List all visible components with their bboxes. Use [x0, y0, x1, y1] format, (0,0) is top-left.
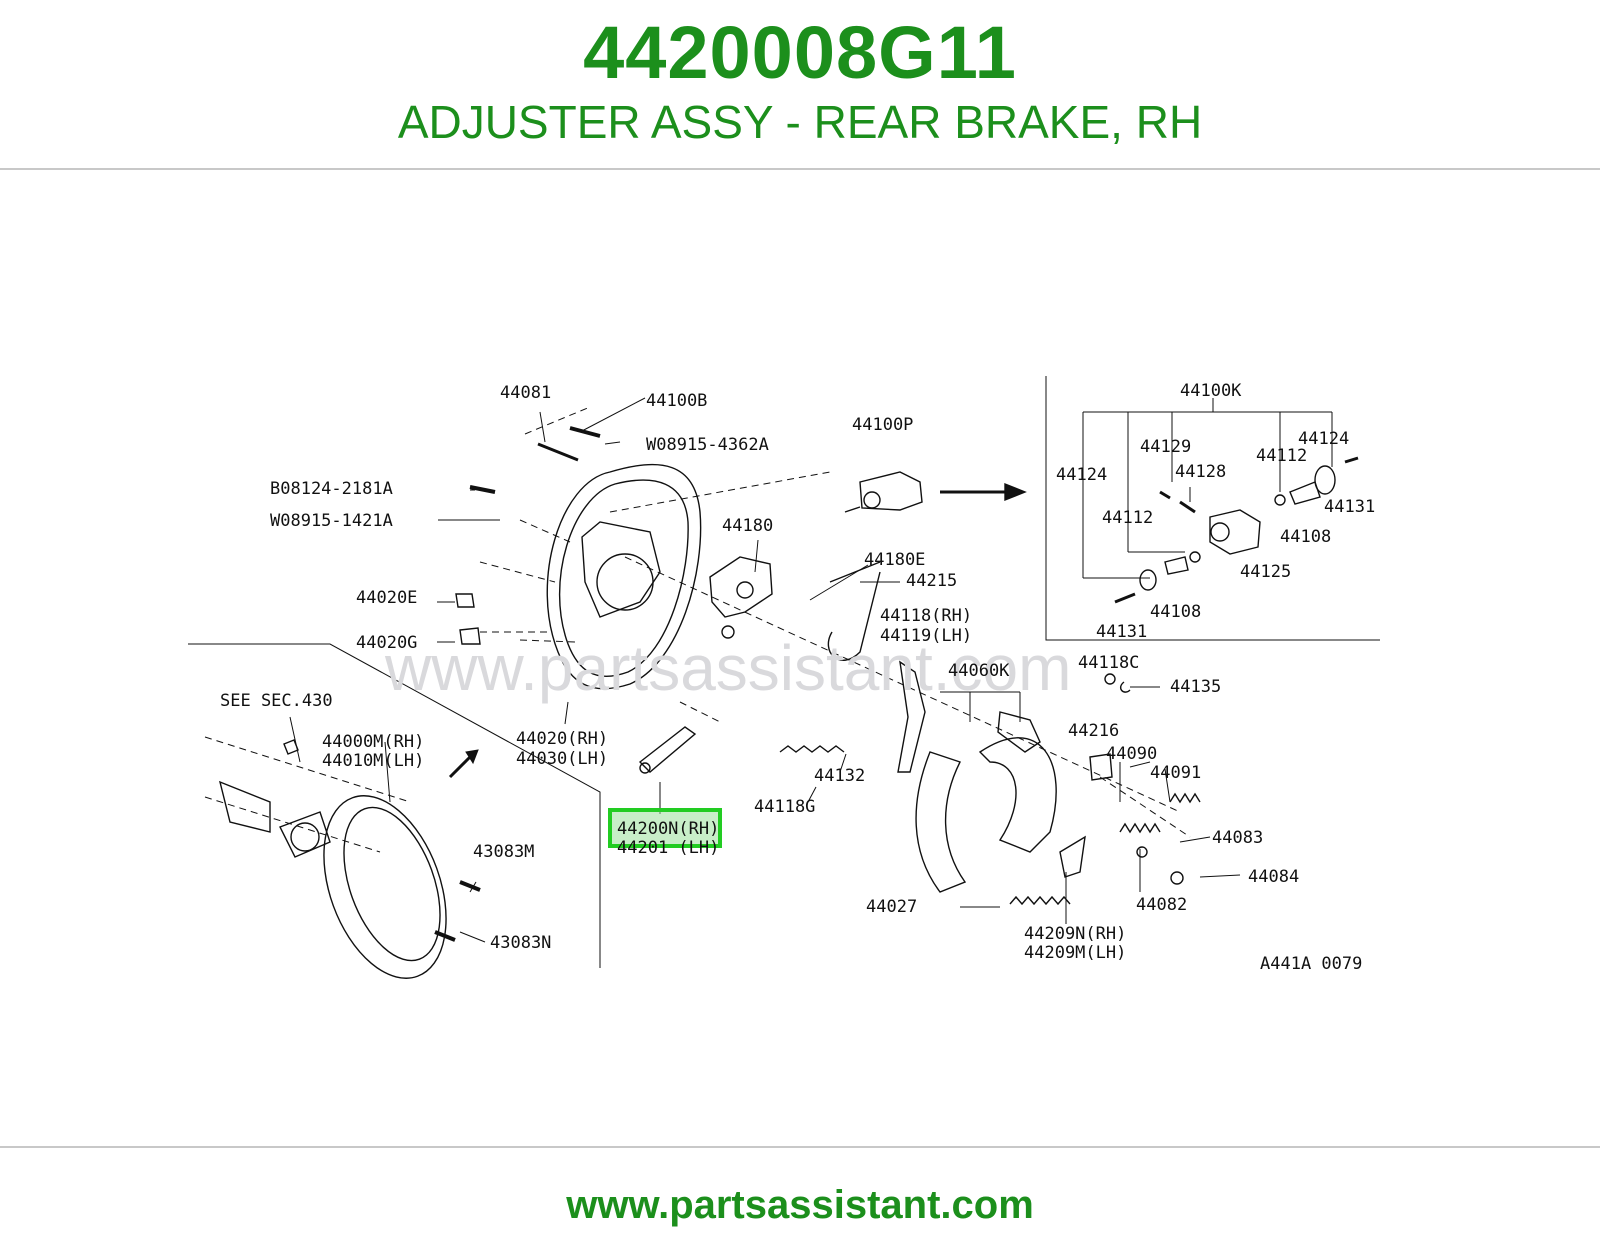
- callout-W08915-1421A: W08915-1421A: [270, 511, 393, 531]
- callout-44132: 44132: [814, 766, 865, 786]
- callout-44118C: 44118C: [1078, 653, 1139, 673]
- diagram-watermark: www.partsassistant.com: [384, 632, 1071, 704]
- callout-44131-left: 44131: [1096, 622, 1147, 642]
- callout-44124-right: 44124: [1298, 429, 1349, 449]
- part-number-title: 4420008G11: [583, 11, 1017, 94]
- callout-44020E: 44020E: [356, 588, 417, 608]
- callout-44108-left: 44108: [1150, 602, 1201, 622]
- callout-44084: 44084: [1248, 867, 1299, 887]
- callout-44081: 44081: [500, 383, 551, 403]
- diagram-drawing: www.partsassistant.com 44081 44100B W089…: [188, 376, 1380, 979]
- callout-44209N: 44209N(RH): [1024, 924, 1126, 944]
- callout-44100K: 44100K: [1180, 381, 1242, 401]
- brake-drum-shape: [323, 795, 447, 979]
- callout-44118RH: 44118(RH): [880, 606, 972, 626]
- callout-W08915-4362A: W08915-4362A: [646, 435, 769, 455]
- callout-44215: 44215: [906, 571, 957, 591]
- inset-cylinder-shape: [1209, 509, 1261, 555]
- callout-44060K: 44060K: [948, 661, 1010, 681]
- callout-44010M: 44010M(LH): [322, 751, 424, 771]
- callout-44119LH: 44119(LH): [880, 626, 972, 646]
- backing-plate-shape: [546, 463, 702, 690]
- callout-44090: 44090: [1106, 744, 1157, 764]
- callout-44216: 44216: [1068, 721, 1119, 741]
- callout-44083: 44083: [1212, 828, 1263, 848]
- callout-44020RH: 44020(RH): [516, 729, 608, 749]
- adjuster-shape: [638, 726, 697, 773]
- callout-44082: 44082: [1136, 895, 1187, 915]
- callout-44027: 44027: [866, 897, 917, 917]
- callout-44180: 44180: [722, 516, 773, 536]
- return-spring-shape: [779, 745, 845, 753]
- callout-43083N: 43083N: [490, 933, 551, 953]
- callout-44209M: 44209M(LH): [1024, 943, 1126, 963]
- page-header: 4420008G11 ADJUSTER ASSY - REAR BRAKE, R…: [0, 0, 1600, 168]
- callout-B08124-2181A: B08124-2181A: [270, 479, 393, 499]
- callout-44125: 44125: [1240, 562, 1291, 582]
- callout-44112-left: 44112: [1102, 508, 1153, 528]
- header-divider: [0, 168, 1600, 170]
- callout-see-sec-430: SEE SEC.430: [220, 691, 333, 711]
- brake-shoe-lining-shape: [915, 751, 967, 893]
- callout-44129: 44129: [1140, 437, 1191, 457]
- part-name-subtitle: ADJUSTER ASSY - REAR BRAKE, RH: [397, 96, 1203, 148]
- callout-labels: 44081 44100B W08915-4362A 44100P B08124-…: [220, 381, 1375, 974]
- callout-44108-right: 44108: [1280, 527, 1331, 547]
- footer-website-url[interactable]: www.partsassistant.com: [566, 1183, 1034, 1227]
- callout-44091: 44091: [1150, 763, 1201, 783]
- highlight-box: [608, 808, 722, 848]
- callout-44112-right: 44112: [1256, 446, 1307, 466]
- callout-44180E: 44180E: [864, 550, 925, 570]
- callout-44124-left: 44124: [1056, 465, 1107, 485]
- callout-44030LH: 44030(LH): [516, 749, 608, 769]
- callout-44000M: 44000M(RH): [322, 732, 424, 752]
- callout-44200N-highlighted[interactable]: 44200N(RH): [617, 819, 719, 839]
- callout-44135: 44135: [1170, 677, 1221, 697]
- callout-44131-right: 44131: [1324, 497, 1375, 517]
- callout-44100B: 44100B: [646, 391, 707, 411]
- callout-44100P: 44100P: [852, 415, 913, 435]
- drawing-code: A441A 0079: [1260, 954, 1362, 974]
- callout-44118G: 44118G: [754, 797, 815, 817]
- footer-divider: [0, 1146, 1600, 1148]
- wheel-cylinder-shape: [859, 471, 923, 511]
- callout-44020G: 44020G: [356, 633, 417, 653]
- callout-44128: 44128: [1175, 462, 1226, 482]
- exploded-parts-diagram: www.partsassistant.com 44081 44100B W089…: [180, 332, 1418, 1014]
- callout-43083M: 43083M: [473, 842, 534, 862]
- callout-44201LH: 44201 (LH): [617, 838, 719, 858]
